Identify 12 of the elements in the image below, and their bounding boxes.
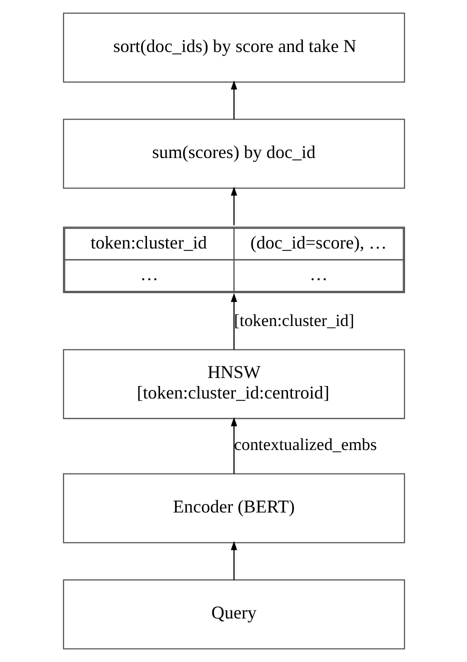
node-box: sum(scores) by doc_id <box>62 118 405 189</box>
arrow <box>230 186 237 226</box>
node-box: sort(doc_ids) by score and take N <box>62 12 405 83</box>
arrow <box>230 541 237 580</box>
arrow <box>230 417 237 474</box>
edge-label: [token:cluster_id] <box>234 310 354 330</box>
arrow <box>230 80 237 120</box>
node-box: Encoder (BERT) <box>62 473 405 544</box>
edge-label: contextualized_embs <box>234 435 376 454</box>
arrow <box>230 292 237 350</box>
node-box: Query <box>62 579 405 650</box>
node-box: HNSW [token:cluster_id:centroid] <box>62 349 405 420</box>
